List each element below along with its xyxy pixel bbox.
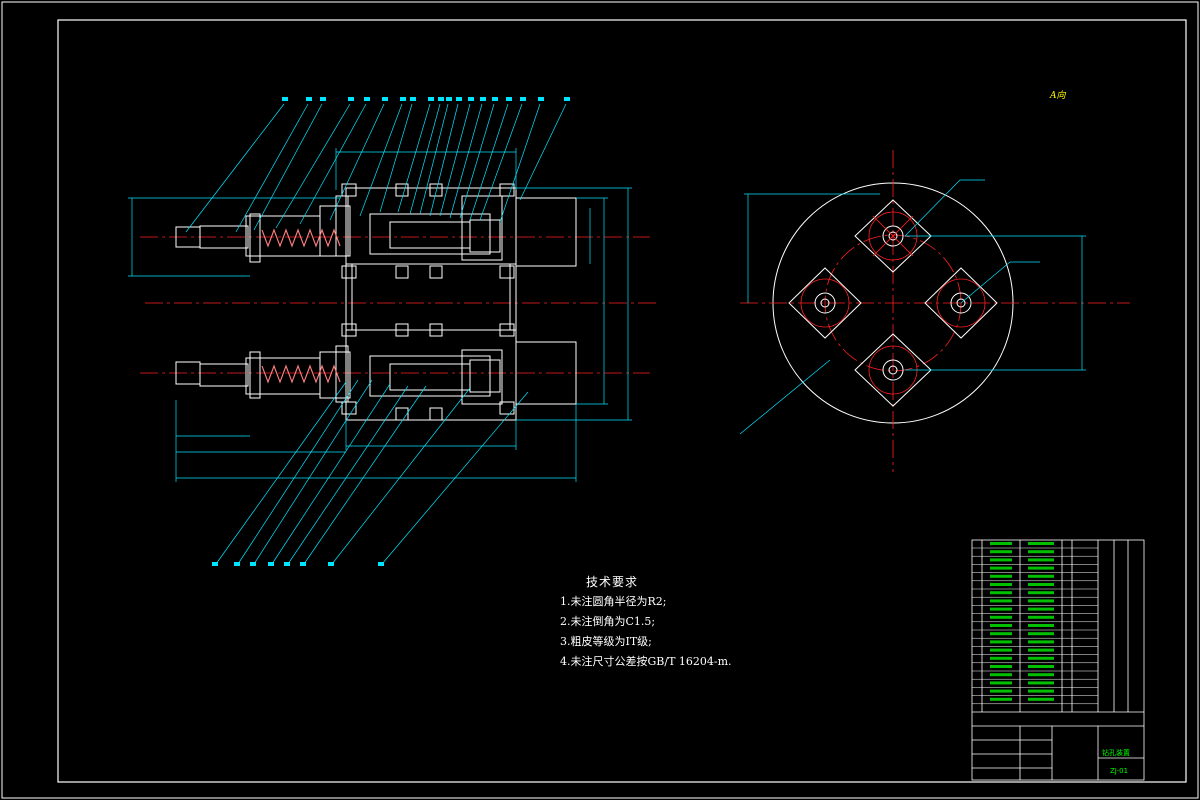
tech-requirement-item: 1.未注圆角半径为R2; — [560, 595, 667, 608]
parts-list-entry — [990, 550, 1012, 554]
parts-list-entry — [990, 566, 1012, 570]
parts-list-entry — [1028, 615, 1054, 619]
parts-list-entry — [990, 599, 1012, 603]
parts-list-entry — [1028, 542, 1054, 545]
parts-list-entry — [990, 689, 1012, 693]
drawing-code: ZJ-01 — [1110, 767, 1129, 775]
parts-list-entry — [1028, 697, 1054, 701]
inner-frame — [57, 19, 1187, 783]
title-block-rows — [972, 547, 1098, 705]
parts-list-entry — [990, 648, 1012, 652]
title-block — [971, 539, 1145, 781]
parts-list-entry — [990, 615, 1012, 619]
parts-list-entry — [1028, 689, 1054, 693]
parts-list-entry — [1028, 574, 1054, 578]
parts-list-entry — [1028, 673, 1054, 677]
parts-list-entry — [1028, 648, 1054, 652]
parts-list-entry — [990, 591, 1012, 595]
parts-list-entry — [1028, 640, 1054, 644]
parts-list-entry — [990, 681, 1012, 685]
parts-list-entry — [1028, 599, 1054, 603]
front-view — [128, 97, 660, 566]
parts-list-entry — [1028, 656, 1054, 660]
parts-list-entry — [990, 697, 1012, 701]
parts-list-entry — [1028, 550, 1054, 554]
tech-requirement-item: 2.未注倒角为C1.5; — [560, 615, 656, 628]
parts-list-entry — [1028, 632, 1054, 636]
tech-requirement-item: 4.未注尺寸公差按GB/T 16204-m. — [560, 655, 732, 668]
parts-list-entry — [990, 624, 1012, 627]
view-mark-label: A向 — [1050, 91, 1066, 101]
parts-list-entry — [1028, 624, 1054, 627]
tech-requirement-item: 3.粗皮等级为IT级; — [560, 635, 652, 648]
side-view — [739, 150, 1130, 472]
parts-list-entry — [1028, 665, 1054, 668]
technical-requirements: 技术要求 1.未注圆角半径为R2; 2.未注倒角为C1.5; 3.粗皮等级为IT… — [560, 572, 780, 672]
parts-list-entry — [990, 574, 1012, 578]
parts-list-entry — [1028, 558, 1054, 562]
parts-list-entry — [990, 656, 1012, 660]
parts-list-entry — [990, 583, 1012, 586]
parts-list-entry — [990, 632, 1012, 636]
parts-list-entry — [990, 640, 1012, 644]
parts-list-entry — [990, 558, 1012, 562]
parts-list-entry — [990, 542, 1012, 545]
parts-list-entry — [990, 673, 1012, 677]
parts-list-entry — [1028, 681, 1054, 685]
tech-requirements-title: 技术要求 — [586, 575, 639, 589]
parts-list-entry — [990, 665, 1012, 668]
parts-list-entry — [1028, 591, 1054, 595]
title-block-entries — [990, 542, 1054, 701]
drawing-name: 钻孔装置 — [1102, 749, 1130, 757]
parts-list-entry — [1028, 607, 1054, 611]
parts-list-entry — [990, 607, 1012, 611]
parts-list-entry — [1028, 583, 1054, 586]
parts-list-entry — [1028, 566, 1054, 570]
